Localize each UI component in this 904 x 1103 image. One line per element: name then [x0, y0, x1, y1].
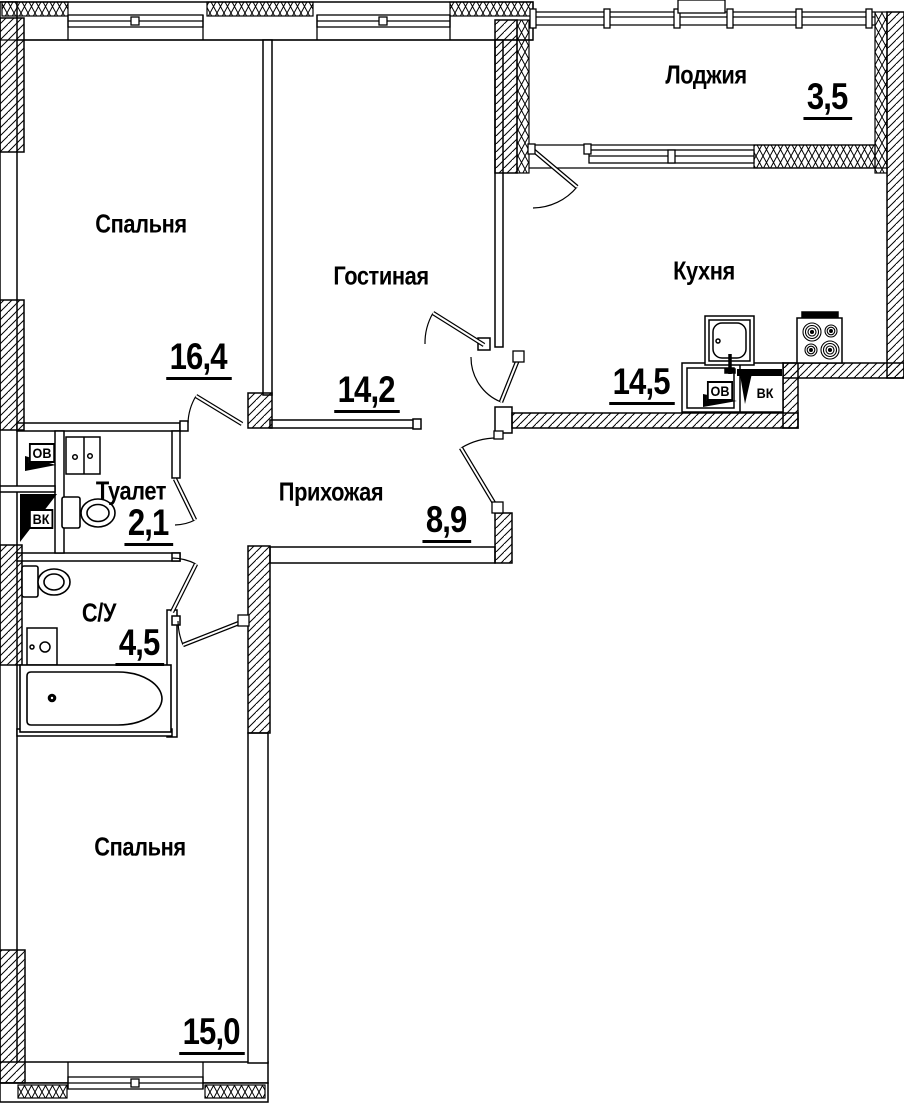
- room-area-hallway: 8,9: [422, 499, 472, 543]
- heating-marker-toilet: ОВ: [28, 443, 56, 463]
- toilet-icon: [61, 496, 116, 529]
- room-label-bedroom-2: Спальня: [94, 831, 186, 862]
- room-area-kitchen: 14,5: [609, 361, 675, 405]
- toilet-icon-2: [21, 565, 71, 598]
- kitchen-sink-icon: [704, 315, 755, 374]
- room-label-bedroom-1: Спальня: [95, 208, 187, 239]
- room-area-bathroom: 4,5: [115, 622, 165, 666]
- room-area-living-room: 14,2: [334, 369, 400, 413]
- bearing-walls-layer: [0, 11, 904, 1084]
- windows-layer: [0, 0, 887, 1090]
- washing-machine-icon: [65, 436, 101, 475]
- room-area-bedroom-1: 16,4: [166, 336, 232, 380]
- room-label-loggia: Лоджия: [665, 59, 747, 90]
- heating-marker-kitchen: ОВ: [706, 381, 734, 401]
- room-label-bathroom: С/У: [81, 597, 117, 628]
- water-marker-kitchen: ВК: [756, 385, 774, 401]
- doors-layer: [169, 143, 592, 648]
- room-area-bedroom-2: 15,0: [179, 1011, 245, 1055]
- room-area-toilet: 2,1: [124, 502, 174, 546]
- stove-icon: [796, 311, 843, 364]
- water-marker-toilet: ВК: [29, 509, 53, 529]
- room-label-kitchen: Кухня: [673, 255, 735, 286]
- door-leaves: [169, 148, 579, 648]
- room-label-living-room: Гостиная: [333, 260, 429, 291]
- room-label-toilet: Туалет: [95, 475, 167, 506]
- bathtub-icon: [19, 664, 172, 733]
- room-label-hallway: Прихожая: [278, 476, 384, 507]
- sink-icon: [26, 627, 58, 666]
- room-area-loggia: 3,5: [803, 76, 853, 120]
- door-hinges: [237, 143, 592, 627]
